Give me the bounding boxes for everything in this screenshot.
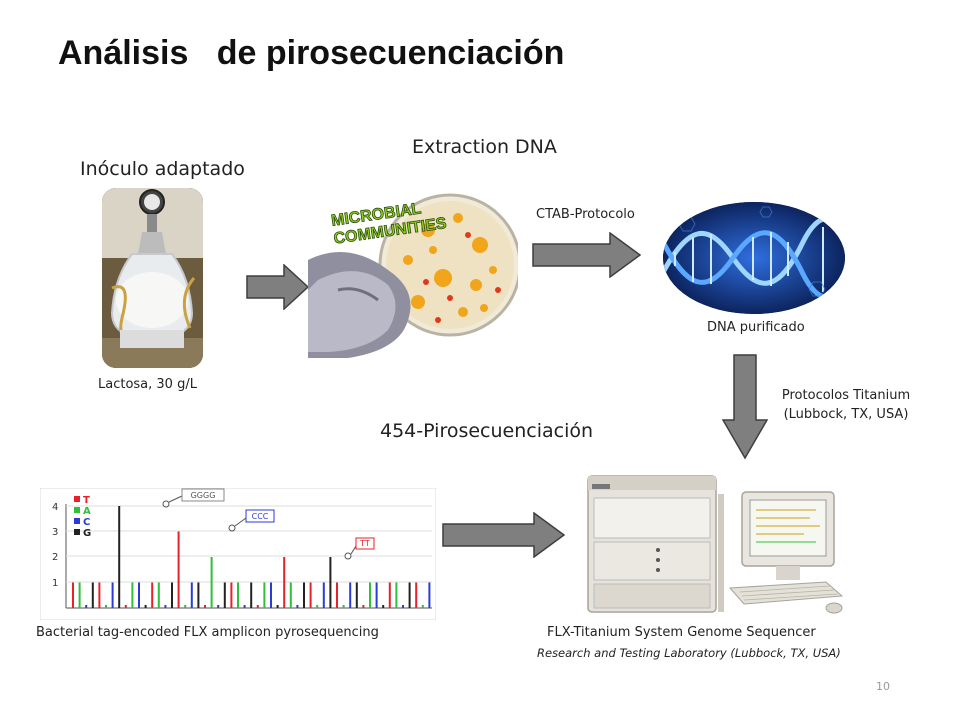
pyrogram-bar <box>355 582 358 608</box>
y-tick-4: 4 <box>52 502 58 513</box>
pyrogram-bar <box>98 582 101 608</box>
pyrogram-bar <box>349 582 352 608</box>
pyrogram-bar <box>395 582 398 608</box>
legend-c: C <box>83 517 90 528</box>
pyrogram-bar <box>415 582 418 608</box>
pyrogram-chart: 4 3 2 1 T A C G GGGG CCC TT <box>40 488 436 620</box>
titanium-line1: Protocolos Titanium <box>781 388 911 403</box>
pyrogram-bar <box>85 605 88 608</box>
pyrogram-bar <box>111 582 114 608</box>
inoculo-label: Inóculo adaptado <box>80 158 245 180</box>
pyrogram-bar <box>270 582 272 608</box>
inoculo-caption: Lactosa, 30 g/L <box>98 377 197 392</box>
dna-helix-image <box>663 202 845 314</box>
pyro-label: 454-Pirosecuenciación <box>380 420 594 442</box>
arrow-right-1 <box>246 264 310 310</box>
pyrogram-bar <box>421 605 424 608</box>
page-title: Análisis de pirosecuenciación <box>58 34 565 72</box>
pyrogram-bar <box>210 557 213 608</box>
pyrogram-bar <box>124 605 127 608</box>
pyrogram-bar <box>237 582 239 608</box>
pyrogram-bar <box>184 605 187 608</box>
pyrogram-bar <box>369 582 371 608</box>
pyrogram-bar <box>190 582 193 608</box>
pyrogram-bar <box>336 582 338 608</box>
pyrogram-bar <box>342 605 345 608</box>
pyrogram-bar <box>296 605 299 608</box>
pyrogram-bar <box>329 557 332 608</box>
pyrogram-bar <box>131 582 134 608</box>
arrow-right-2 <box>532 232 642 278</box>
pyrogram-bar <box>256 605 259 608</box>
petri-dish-image: MICROBIAL COMMUNITIES <box>308 190 518 358</box>
pyrogram-bar <box>177 531 180 608</box>
extraction-label: Extraction DNA <box>412 136 557 158</box>
pyrogram-bar <box>322 582 325 608</box>
pyrogram-bar <box>250 582 253 608</box>
tag-gggg: GGGG <box>191 491 216 500</box>
legend-a: A <box>83 506 91 517</box>
pyrogram-bar <box>164 605 167 608</box>
pyrogram-bar <box>283 557 286 608</box>
sequencer-subcaption: Research and Testing Laboratory (Lubbock… <box>537 646 841 660</box>
pyrogram-bar <box>309 582 312 608</box>
pyrogram-bar <box>204 605 206 608</box>
y-tick-1: 1 <box>52 578 58 589</box>
y-tick-2: 2 <box>52 552 58 563</box>
pyrogram-bars <box>72 506 431 608</box>
legend-t: T <box>83 495 90 506</box>
flask-image <box>102 188 203 368</box>
pyrogram-bar <box>263 582 266 608</box>
pyrogram-bar <box>388 582 391 608</box>
y-tick-3: 3 <box>52 527 58 538</box>
pyrogram-bar <box>197 582 200 608</box>
arrow-down <box>722 354 768 460</box>
pyrogram-bar <box>78 582 81 608</box>
pyrogram-bar <box>375 582 378 608</box>
sequencer-image <box>580 470 855 618</box>
pyrogram-bar <box>217 605 220 608</box>
pyrogram-bar <box>382 605 385 608</box>
pyrogram-bar <box>105 605 107 608</box>
titanium-label: Protocolos Titanium (Lubbock, TX, USA) <box>766 388 926 422</box>
tag-tt: TT <box>359 539 370 548</box>
pyrogram-bar <box>72 582 74 608</box>
pyrogram-bar <box>243 605 246 608</box>
slide-number: 10 <box>876 680 890 693</box>
tag-ccc: CCC <box>252 512 269 521</box>
pyrogram-bar <box>303 582 305 608</box>
pyrogram-bar <box>316 605 319 608</box>
titanium-line2: (Lubbock, TX, USA) <box>783 407 909 422</box>
pyrogram-bar <box>223 582 226 608</box>
pyrogram-bar <box>289 582 292 608</box>
sequencer-caption: FLX-Titanium System Genome Sequencer <box>547 625 816 640</box>
pyrogram-bar <box>362 605 365 608</box>
legend-g: G <box>83 528 91 539</box>
pyrogram-bar <box>91 582 94 608</box>
pyrogram-bar <box>157 582 160 608</box>
pyrogram-bar <box>276 605 279 608</box>
pyrogram-bar <box>402 605 404 608</box>
pyrogram-bar <box>230 582 233 608</box>
pyrogram-bar <box>118 506 121 608</box>
dna-caption: DNA purificado <box>707 320 805 335</box>
pyrogram-bar <box>171 582 173 608</box>
arrow-right-3 <box>442 512 566 558</box>
pyrogram-bar <box>151 582 154 608</box>
pyrogram-bar <box>144 605 147 608</box>
pyrogram-caption: Bacterial tag-encoded FLX amplicon pyros… <box>36 625 379 640</box>
pyrogram-bar <box>428 582 431 608</box>
pyrogram-bar <box>138 582 140 608</box>
ctab-label: CTAB-Protocolo <box>536 207 635 222</box>
pyrogram-bar <box>408 582 411 608</box>
